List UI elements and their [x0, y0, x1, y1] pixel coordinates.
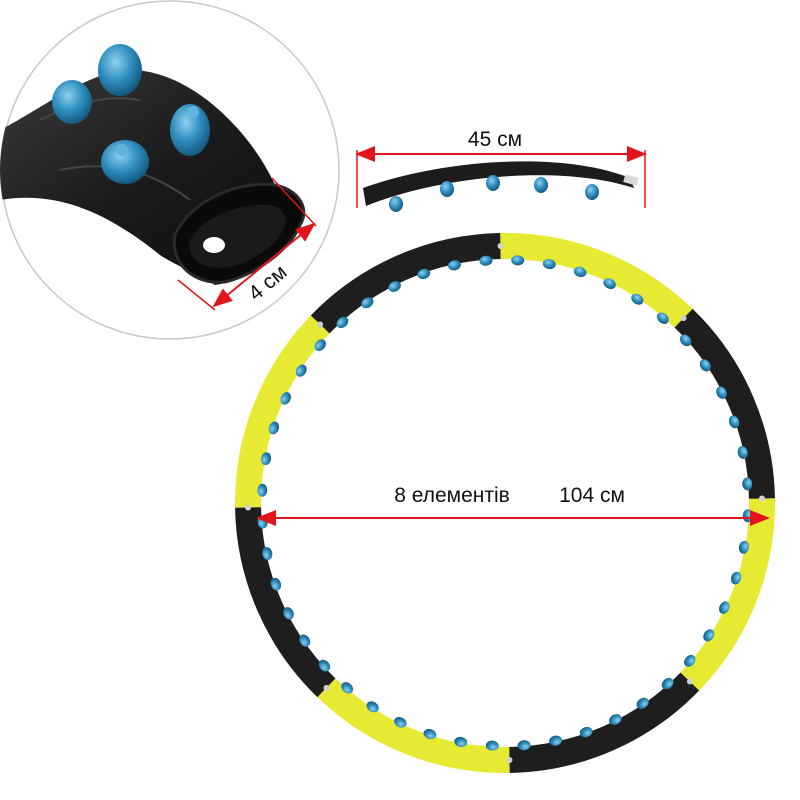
ring-massage-ball [511, 255, 525, 266]
ring-massage-ball [257, 483, 268, 497]
ring-massage-ball [679, 334, 692, 347]
ring-massage-ball [336, 316, 349, 329]
ring-massage-ball [661, 677, 674, 690]
width-dimension-line [212, 222, 316, 308]
ring-massage-ball [280, 392, 291, 405]
ring-massage-ball [423, 728, 437, 740]
ring-massage-ball [603, 278, 616, 289]
ring-massage-ball [314, 339, 326, 352]
ring-massage-ball [261, 452, 272, 466]
ring-segments [235, 233, 775, 773]
ring-massage-ball [270, 577, 282, 591]
diameter-label: 104 см [559, 484, 625, 507]
ring-massage-ball [318, 659, 331, 672]
ring-massage-ball [341, 682, 354, 694]
ring-massage-ball [609, 714, 622, 725]
segment-massage-balls [389, 175, 599, 212]
single-segment: 45 см [355, 128, 647, 212]
ring-massage-ball [361, 297, 374, 309]
element-count-label: 8 елементів [394, 484, 510, 507]
ring-segment-yellow [317, 678, 510, 773]
ring-massage-ball [719, 601, 730, 614]
ring-massage-ball [656, 312, 669, 324]
ring-massage-ball [631, 293, 644, 305]
ring-massage-ball [549, 735, 562, 746]
segment-massage-ball [440, 181, 454, 197]
segment-body [363, 161, 634, 206]
ring-massage-ball [485, 740, 499, 751]
ring-massage-ball [573, 266, 587, 278]
segment-joint [506, 756, 513, 763]
segment-massage-ball [585, 184, 599, 200]
segment-length-label: 45 см [468, 128, 522, 151]
ring-massage-ball [684, 654, 696, 667]
segment-joint [758, 495, 765, 502]
ring-massage-ball [542, 259, 556, 270]
segment-massage-ball [486, 175, 500, 191]
segment-joint [323, 684, 330, 691]
ring-massage-ball [716, 386, 727, 399]
ring-segment-black [674, 308, 775, 499]
segment-massage-ball [534, 177, 548, 193]
segment-joint [317, 321, 324, 328]
ring-massage-ball [268, 421, 280, 435]
zoom-massage-balls [52, 44, 210, 184]
ring-massage-ball [262, 547, 273, 560]
ring-massage-ball [366, 701, 379, 713]
ring-massage-ball [299, 634, 311, 647]
ring-massage-ball [295, 364, 307, 377]
ring-massage-balls [257, 255, 753, 751]
ring-massage-ball [737, 446, 748, 459]
ring-massage-ball [417, 268, 431, 280]
ring-segment-black [509, 672, 700, 773]
ring-segment-yellow [680, 498, 775, 691]
segment-joint [245, 504, 252, 511]
ring-massage-ball [479, 255, 493, 266]
segment-joint [686, 678, 693, 685]
ring-massage-ball [388, 281, 401, 292]
ring-massage-ball [730, 571, 742, 585]
ring-massage-ball [703, 629, 715, 642]
ring-massage-ball [448, 260, 461, 271]
segment-massage-ball [389, 196, 403, 212]
ring-massage-ball [454, 736, 468, 747]
ring-massage-ball [636, 697, 649, 709]
ring-segment-yellow [500, 233, 693, 328]
ring-segment-black [235, 507, 336, 698]
detail-zoom-circle: 4 см [0, 0, 340, 340]
ring-massage-ball [517, 740, 531, 751]
segment-joint [497, 243, 504, 250]
ring-massage-ball [738, 540, 749, 554]
ring-massage-ball [699, 359, 711, 372]
hoop-ring: 8 елементів 104 см [235, 233, 775, 773]
ring-segment-black [310, 233, 501, 334]
ring-segment-yellow [235, 315, 330, 508]
ring-massage-ball [728, 415, 740, 429]
tube-hole [203, 237, 225, 253]
segment-joint [680, 315, 687, 322]
ring-massage-ball [579, 726, 593, 738]
ring-massage-ball [394, 717, 407, 728]
ring-massage-ball [742, 477, 753, 491]
ring-massage-ball [283, 607, 294, 620]
